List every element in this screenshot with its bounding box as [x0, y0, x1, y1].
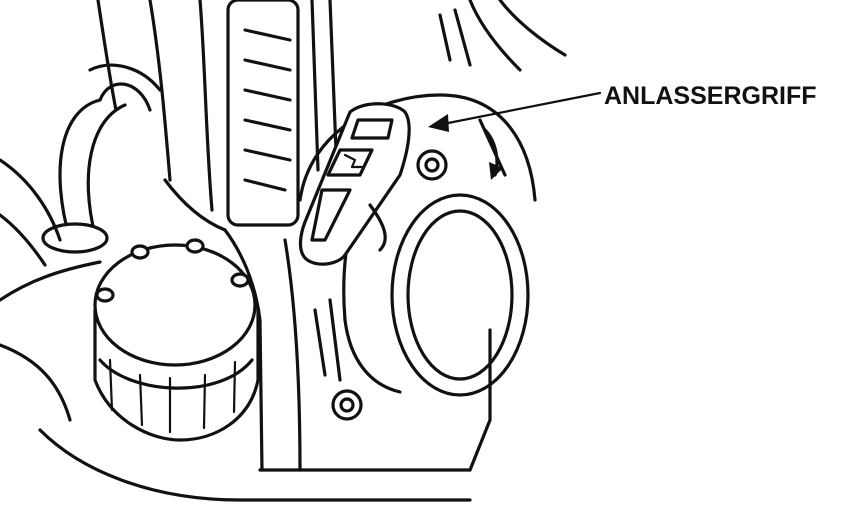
- callout-arrow: [428, 91, 602, 180]
- callout-label-starter-grip: ANLASSERGRIFF: [604, 82, 817, 110]
- cooling-fins: [226, 0, 338, 227]
- mounting-bolts: [331, 149, 448, 421]
- fuel-cap: [93, 238, 260, 442]
- upper-frame: [96, 0, 567, 212]
- engine-body: [0, 178, 492, 502]
- left-hose: [0, 63, 162, 267]
- starter-grip: [298, 102, 411, 382]
